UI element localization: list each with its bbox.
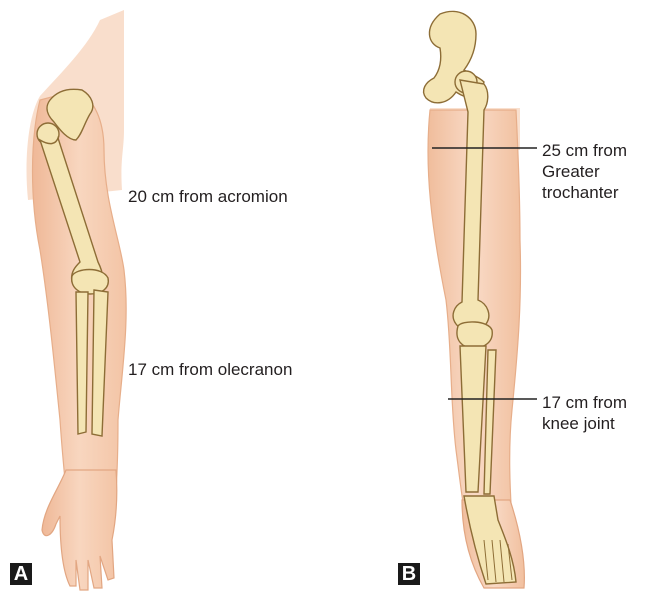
label-greater-trochanter-line-3: trochanter xyxy=(542,182,627,203)
label-acromion: 20 cm from acromion xyxy=(128,186,288,207)
label-greater-trochanter-line-1: 25 cm from xyxy=(542,140,627,161)
label-knee-joint: 17 cm from knee joint xyxy=(542,392,627,434)
knee-joint xyxy=(457,322,492,348)
elbow-joint xyxy=(72,270,109,295)
label-olecranon: 17 cm from olecranon xyxy=(128,359,292,380)
upper-limb xyxy=(27,10,127,590)
hand-silhouette xyxy=(42,470,117,590)
label-greater-trochanter-line-2: Greater xyxy=(542,161,627,182)
label-knee-joint-line-1: 17 cm from xyxy=(542,392,627,413)
label-greater-trochanter: 25 cm from Greater trochanter xyxy=(542,140,627,203)
panel-tag-a: A xyxy=(10,563,32,585)
label-knee-joint-line-2: knee joint xyxy=(542,413,627,434)
ulna-bone xyxy=(76,292,88,434)
panel-tag-b: B xyxy=(398,563,420,585)
lower-limb xyxy=(424,11,537,588)
